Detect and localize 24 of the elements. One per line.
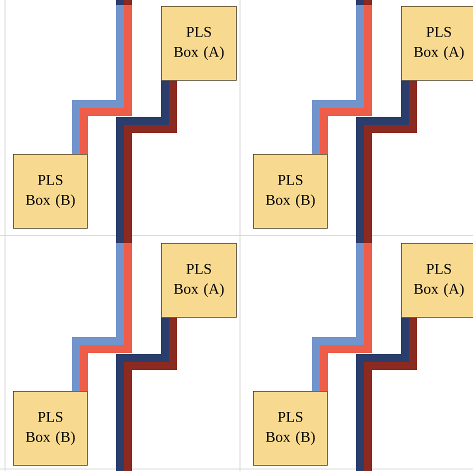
line [312,5,364,154]
box: PLS Box (B) [13,154,88,229]
line [356,318,409,471]
box: PLS Box (A) [161,6,237,81]
line [116,80,169,243]
line [116,318,169,471]
box: PLS Box (A) [401,6,473,81]
line [72,243,124,391]
line [124,318,177,471]
line [72,5,124,154]
box: PLS Box (A) [401,243,473,318]
line [312,243,364,391]
box: PLS Box (B) [253,154,328,229]
line [364,318,417,471]
line [356,80,409,243]
box: PLS Box (B) [13,391,88,466]
line [320,243,372,391]
line [80,243,132,391]
line [80,5,132,154]
line [124,80,177,243]
line [364,80,417,243]
box: PLS Box (B) [253,391,328,466]
line [320,5,372,154]
box: PLS Box (A) [161,243,237,318]
